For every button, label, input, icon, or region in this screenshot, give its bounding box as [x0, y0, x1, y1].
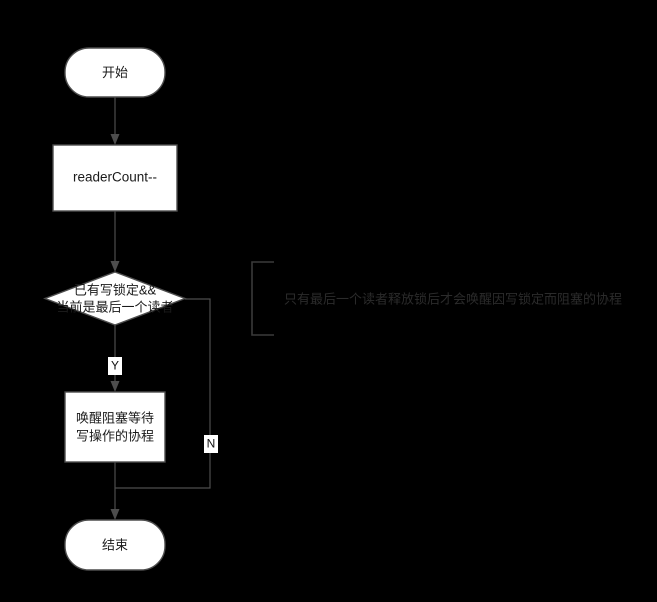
- edge-decision-no-to-end: [115, 298, 211, 489]
- edge-start-to-decrement: [110, 97, 120, 145]
- node-start[interactable]: 开始: [64, 47, 166, 98]
- node-wake-line1-label: 唤醒阻塞等待: [76, 410, 154, 425]
- node-end-label: 结束: [102, 537, 128, 552]
- node-decision-write-lock[interactable]: 已有写锁定&& 当前是最后一个读者: [43, 271, 187, 326]
- annotation-note: 只有最后一个读者释放锁后才会唤醒因写锁定而阻塞的协程: [251, 261, 622, 336]
- node-end[interactable]: 结束: [64, 519, 166, 571]
- node-decision-line1-label: 已有写锁定&&: [74, 282, 157, 297]
- edge-label-no: N: [204, 435, 218, 453]
- annotation-note-text: 只有最后一个读者释放锁后才会唤醒因写锁定而阻塞的协程: [284, 291, 622, 306]
- node-decision-line2-label: 当前是最后一个读者: [56, 299, 173, 314]
- edge-wake-to-end: [110, 462, 120, 520]
- node-reader-count-decrement[interactable]: readerCount--: [52, 144, 178, 212]
- node-start-label: 开始: [102, 65, 128, 80]
- edge-decrement-to-decision: [110, 211, 120, 272]
- node-wake-line2-label: 写操作的协程: [76, 428, 154, 443]
- node-wake-blocked-writer[interactable]: 唤醒阻塞等待 写操作的协程: [64, 391, 166, 463]
- node-reader-count-decrement-label: readerCount--: [73, 170, 157, 185]
- edge-label-no-text: N: [207, 437, 216, 451]
- edge-label-yes: Y: [108, 357, 122, 375]
- edge-label-yes-text: Y: [111, 359, 119, 373]
